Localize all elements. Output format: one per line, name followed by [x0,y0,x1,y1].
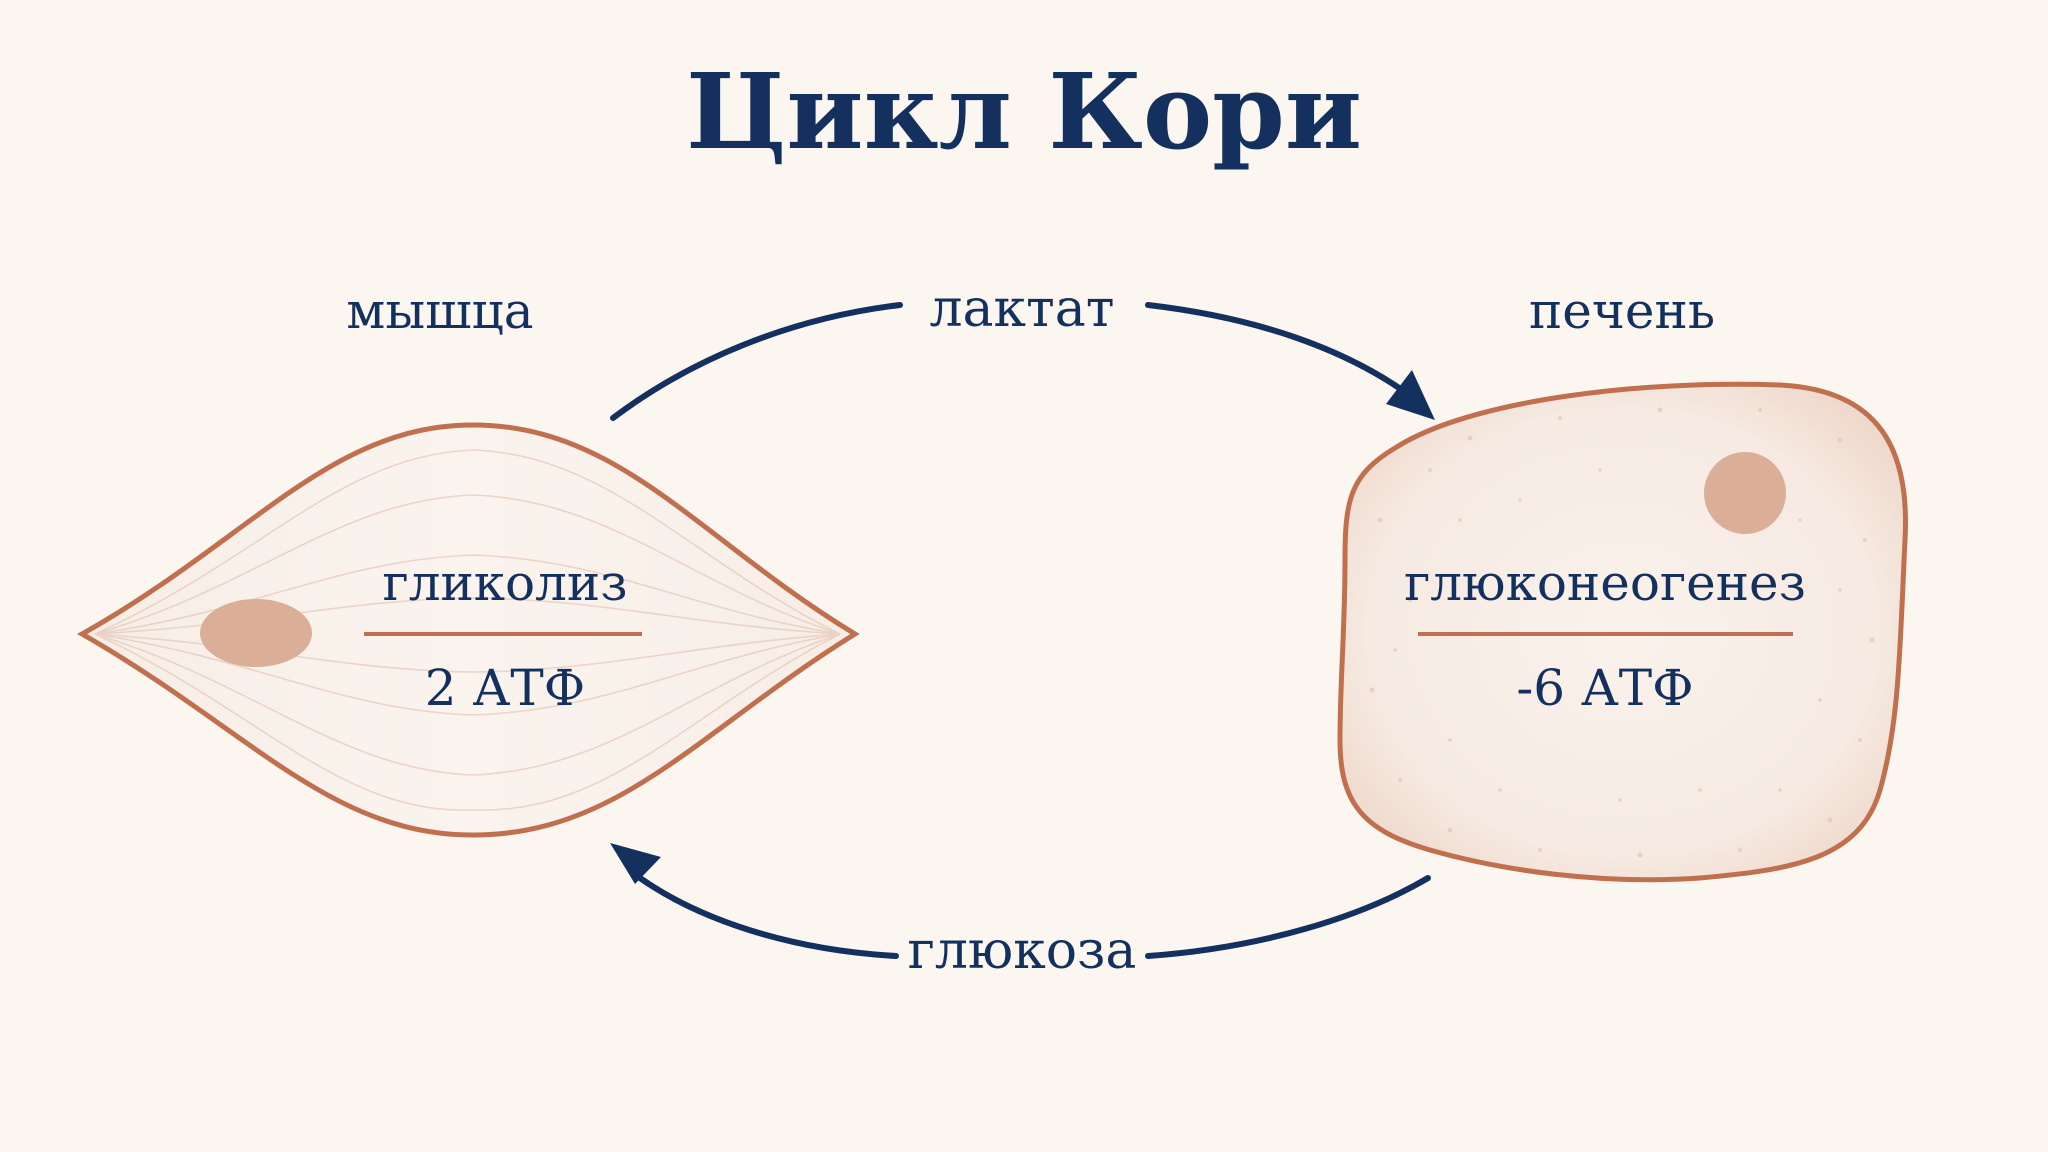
lactate-label: лактат [929,279,1114,339]
liver-label: печень [1529,282,1715,340]
muscle-process-label: гликолиз [383,554,628,612]
glucose-arrow-left-segment [637,875,899,959]
lactate-arrow-left-segment [610,302,903,421]
muscle-label: мышца [346,282,533,340]
glucose-label: глюкоза [908,921,1137,981]
lactate-arrow: лактат [610,279,1435,421]
glucose-arrowhead [610,843,661,884]
lactate-arrowhead [1386,370,1435,420]
muscle-atp-label: 2 АТФ [425,659,585,717]
muscle-cell: гликолиз 2 АТФ [76,422,860,838]
glucose-arrow-right-segment [1145,875,1431,959]
lactate-arrow-right-segment [1145,302,1408,395]
muscle-cell-body [76,422,860,838]
liver-texture-dots [1369,407,1875,858]
liver-nucleus [1704,452,1786,534]
liver-cell-body [1337,381,1909,883]
muscle-nucleus [200,599,312,667]
liver-atp-label: -6 АТФ [1516,659,1693,717]
liver-process-label: глюконеогенез [1404,554,1806,612]
glucose-arrow: глюкоза [610,843,1431,981]
page-title: Цикл Кори [686,50,1362,173]
liver-cell: глюконеогенез -6 АТФ [1337,381,1909,883]
